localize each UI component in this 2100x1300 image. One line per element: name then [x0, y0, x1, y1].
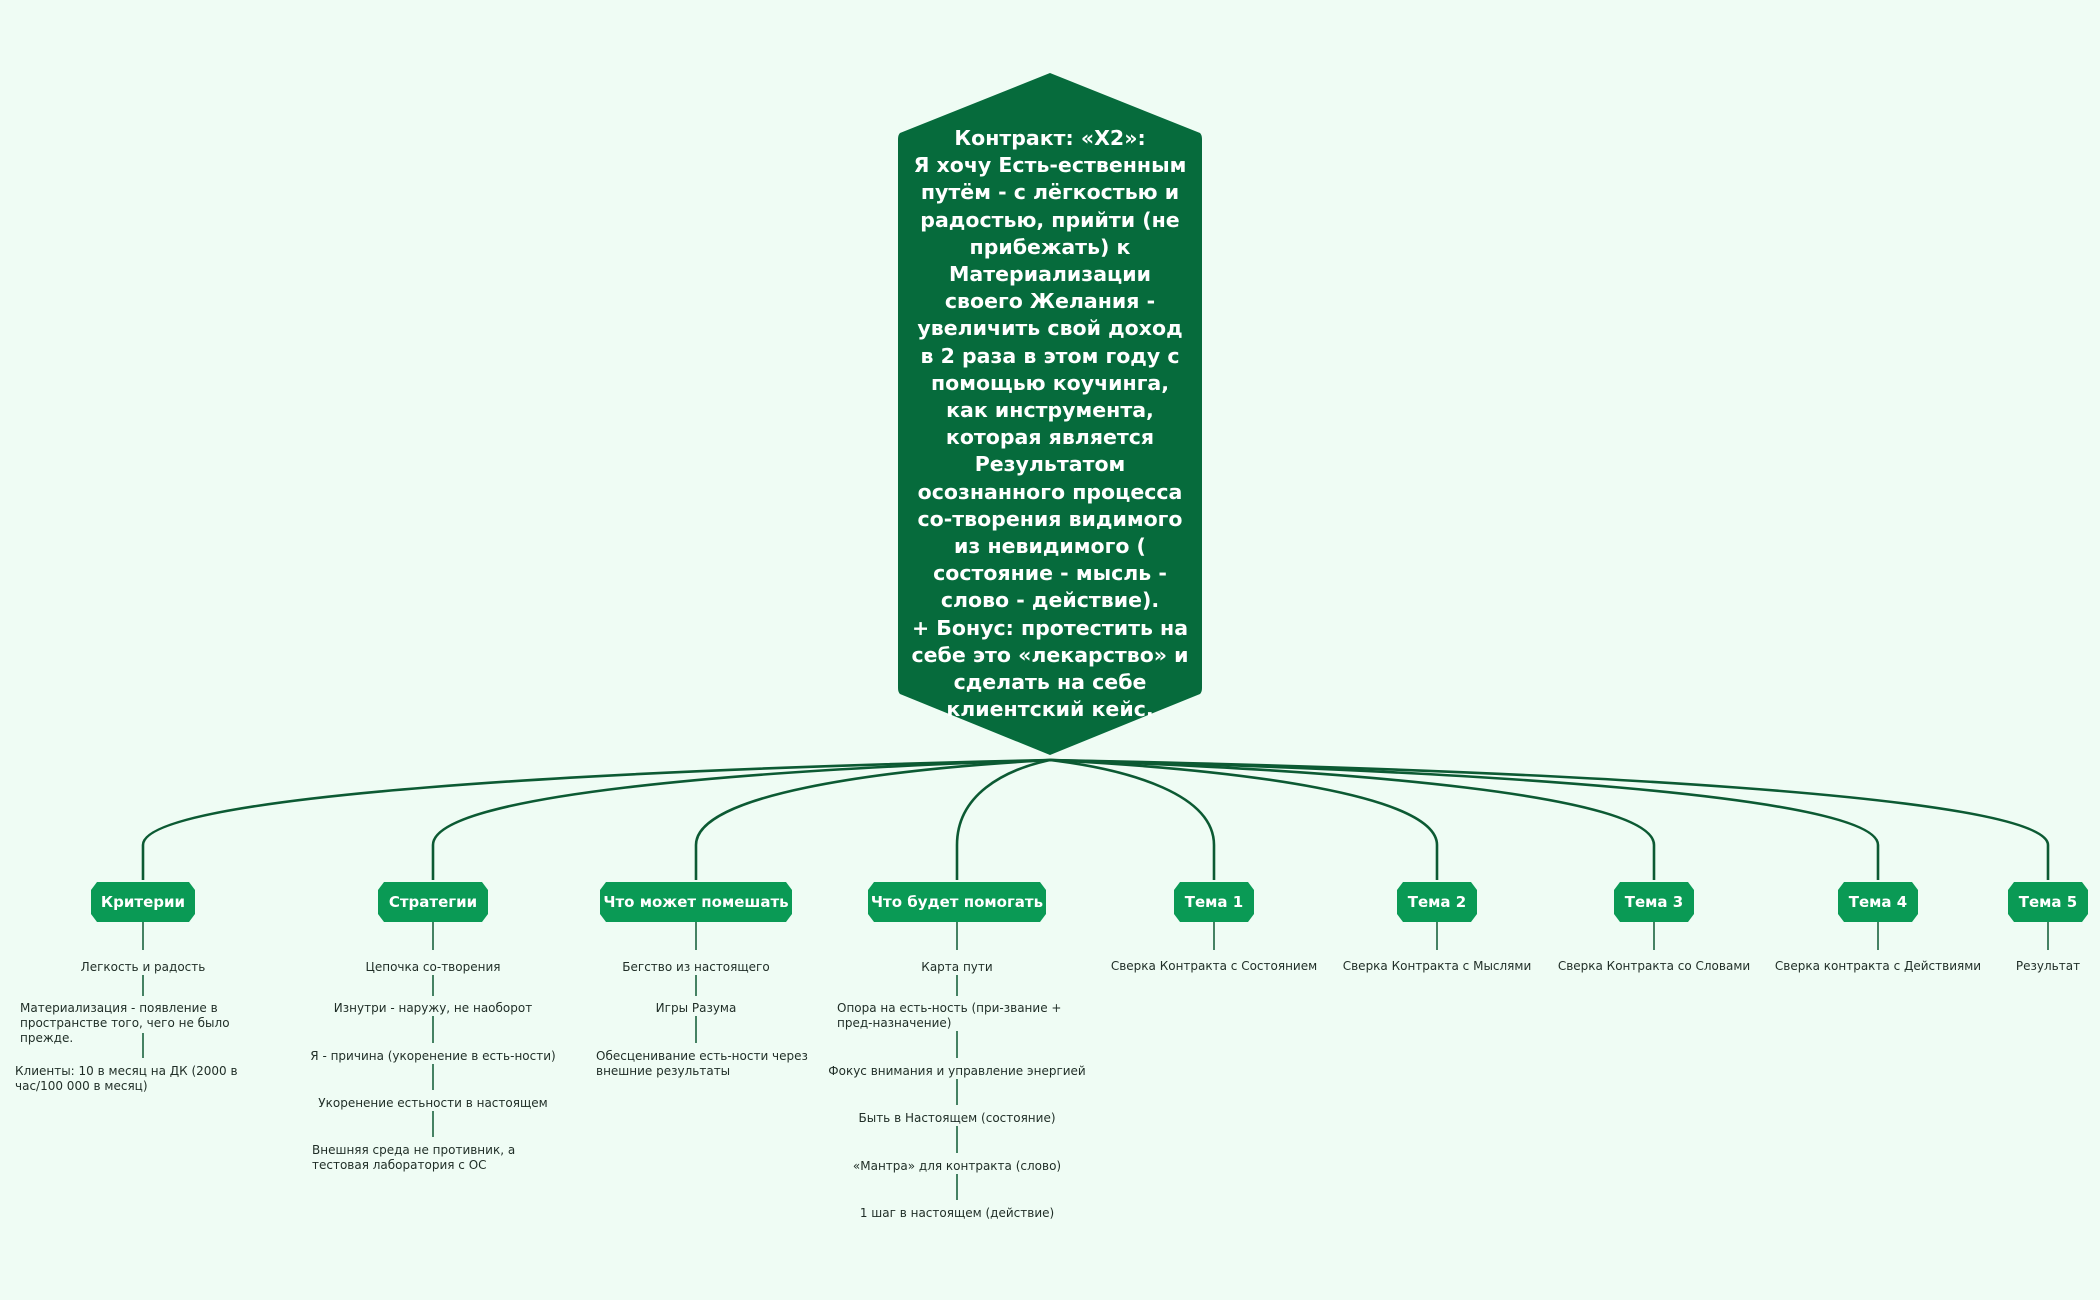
- branch-node-shape: [600, 882, 792, 922]
- branch-item[interactable]: Обесценивание есть-ности через внешние р…: [596, 1049, 808, 1078]
- branch-item[interactable]: Цепочка со-творения: [365, 960, 501, 974]
- branch-label: Стратегии: [388, 893, 478, 911]
- connectors: [141, 758, 2050, 1200]
- branch-node[interactable]: Тема 4: [1838, 882, 1918, 922]
- branch-node-shape: [1838, 882, 1918, 922]
- branch-item[interactable]: Быть в Настоящем (состояние): [858, 1111, 1056, 1125]
- branch-item[interactable]: Клиенты: 10 в месяц на ДК (2000 в час/10…: [15, 1064, 238, 1093]
- branch-label: Тема 4: [1848, 893, 1908, 911]
- branch-label: Тема 3: [1624, 893, 1684, 911]
- branch-item[interactable]: 1 шаг в настоящем (действие): [859, 1206, 1055, 1220]
- branch-item[interactable]: Фокус внимания и управление энергией: [828, 1064, 1086, 1078]
- branch-node-shape: [868, 882, 1046, 922]
- branch-item[interactable]: Бегство из настоящего: [622, 960, 770, 974]
- branch-node[interactable]: Что будет помогать: [868, 882, 1046, 922]
- branch-node[interactable]: Тема 2: [1397, 882, 1477, 922]
- branch-item[interactable]: «Мантра» для контракта (слово): [852, 1159, 1062, 1173]
- connector-line: [955, 758, 1051, 880]
- branch-label: Тема 5: [2018, 893, 2078, 911]
- branch-label: Критерии: [100, 893, 186, 911]
- connector-line: [141, 758, 1051, 880]
- branch-label: Что может помешать: [603, 893, 789, 911]
- connector-line: [1049, 758, 1439, 880]
- root-node-text[interactable]: Контракт: «Х2»: Я хочу Есть-ественным пу…: [911, 126, 1189, 722]
- branch-label: Тема 2: [1407, 893, 1467, 911]
- branch-label: Что будет помогать: [870, 893, 1044, 911]
- connector-line: [1049, 758, 1216, 880]
- branch-item[interactable]: Материализация - появление в пространств…: [20, 1001, 230, 1045]
- branch-node-shape: [378, 882, 488, 922]
- branch-item[interactable]: Сверка контракта с Действиями: [1774, 959, 1982, 973]
- branch-node[interactable]: Тема 1: [1174, 882, 1254, 922]
- branch-node-shape: [91, 882, 195, 922]
- connector-line: [694, 758, 1051, 880]
- branch-node[interactable]: Критерии: [91, 882, 195, 922]
- branch-item[interactable]: Изнутри - наружу, не наоборот: [333, 1001, 533, 1015]
- branch-label: Тема 1: [1184, 893, 1244, 911]
- connector-line: [1049, 758, 1880, 880]
- connector-line: [1049, 758, 2050, 880]
- connector-line: [431, 758, 1051, 880]
- branch-node-shape: [1174, 882, 1254, 922]
- branch-item[interactable]: Сверка Контракта с Мыслями: [1342, 959, 1532, 973]
- branch-item[interactable]: Опора на есть-ность (при-звание + пред-н…: [837, 1001, 1062, 1030]
- branch-item[interactable]: Укоренение естьности в настоящем: [318, 1096, 548, 1110]
- branch-item[interactable]: Игры Разума: [655, 1001, 737, 1015]
- branch-node-shape: [2008, 882, 2088, 922]
- branch-item[interactable]: Я - причина (укоренение в есть-ности): [310, 1049, 556, 1063]
- branch-item[interactable]: Карта пути: [921, 960, 993, 974]
- branch-node[interactable]: Тема 3: [1614, 882, 1694, 922]
- connector-line: [1049, 758, 1656, 880]
- branch-item[interactable]: Результат: [2015, 959, 2081, 973]
- branch-node-shape: [1397, 882, 1477, 922]
- branch-item[interactable]: Сверка Контракта с Состоянием: [1110, 959, 1318, 973]
- branch-item[interactable]: Сверка Контракта со Словами: [1557, 959, 1751, 973]
- branch-node-shape: [1614, 882, 1694, 922]
- branch-node[interactable]: Стратегии: [378, 882, 488, 922]
- branch-item[interactable]: Легкость и радость: [80, 960, 206, 974]
- branch-item[interactable]: Внешняя среда не противник, а тестовая л…: [312, 1143, 516, 1172]
- branch-node[interactable]: Что может помешать: [600, 882, 792, 922]
- root-node-shape[interactable]: [898, 73, 1202, 755]
- branch-node[interactable]: Тема 5: [2008, 882, 2088, 922]
